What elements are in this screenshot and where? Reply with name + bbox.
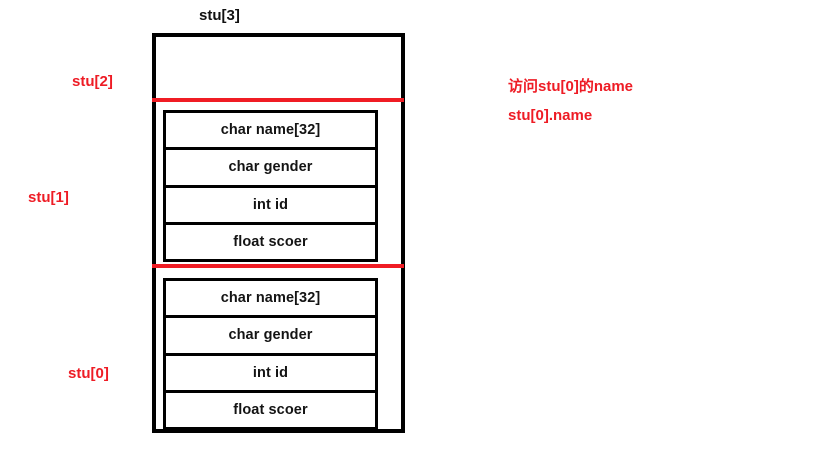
label-stu-0: stu[0] — [68, 365, 109, 382]
red-divider-lower — [152, 264, 404, 268]
struct-field-id: int id — [166, 187, 375, 225]
struct-field-scoer: float scoer — [166, 392, 375, 427]
struct-field-scoer: float scoer — [166, 224, 375, 259]
annotation-line-expression: stu[0].name — [508, 107, 593, 124]
label-stu-1: stu[1] — [28, 189, 69, 206]
struct-field-gender: char gender — [166, 318, 375, 356]
struct-field-name: char name[32] — [166, 281, 375, 319]
struct-field-gender: char gender — [166, 150, 375, 188]
struct-field-name: char name[32] — [166, 113, 375, 151]
label-stu-3: stu[3] — [199, 7, 240, 24]
struct-group-stu-1: char name[32] char gender int id float s… — [163, 110, 378, 262]
annotation-block: 访问stu[0]的name stu[0].name — [508, 72, 768, 130]
label-stu-2: stu[2] — [72, 73, 113, 90]
red-divider-upper — [152, 98, 404, 102]
struct-field-id: int id — [166, 355, 375, 393]
struct-group-stu-0: char name[32] char gender int id float s… — [163, 278, 378, 430]
annotation-line-description: 访问stu[0]的name — [508, 78, 634, 95]
